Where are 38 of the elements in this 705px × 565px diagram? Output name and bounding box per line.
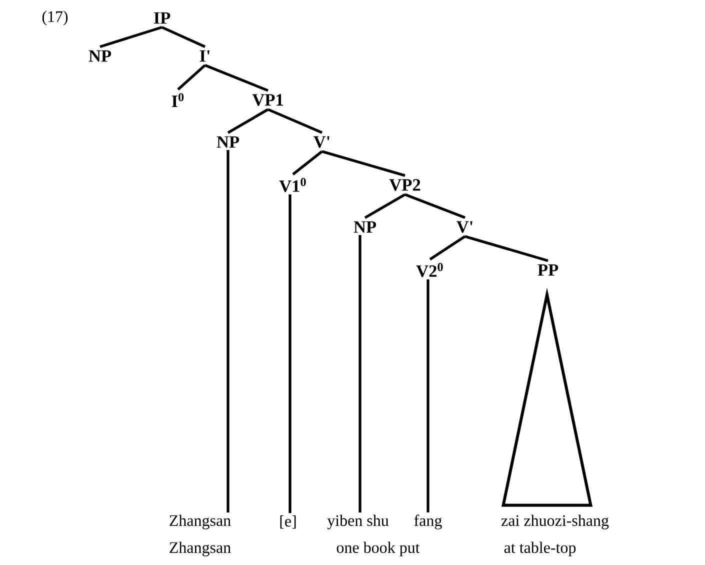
branch-line	[227, 108, 269, 134]
example-number: (17)	[42, 10, 68, 26]
category-label: NP	[88, 50, 112, 62]
branch-line	[358, 234, 362, 512]
branch-line	[429, 235, 466, 260]
category-label: PP	[538, 264, 558, 276]
category-label: IP	[154, 12, 170, 24]
gloss-text: Zhangsan	[170, 542, 231, 556]
word-label: Zhangsan	[170, 514, 231, 530]
word-label: yiben shu	[327, 514, 389, 530]
branch-line	[161, 26, 206, 48]
category-label: V'	[314, 136, 330, 148]
gloss-text: at table-top	[504, 542, 576, 556]
category-label: VP2	[389, 179, 420, 191]
category-label: I$^{0}$	[172, 93, 184, 107]
category-label: V'	[456, 221, 472, 233]
word-label: fang	[414, 514, 442, 530]
branch-line	[292, 150, 323, 176]
branch-line	[177, 64, 206, 90]
gloss-text: one book put	[336, 542, 420, 556]
category-label: VP1	[252, 94, 283, 106]
branch-line	[322, 150, 406, 177]
word-label: zai zhuozi-shang	[501, 514, 609, 530]
word-label: [e]	[280, 515, 296, 529]
category-label: V1$^{0}$	[279, 178, 306, 192]
branch-line	[204, 64, 268, 92]
branch-line	[288, 194, 292, 514]
branch-line	[364, 193, 406, 219]
branch-line	[267, 108, 323, 134]
branch-line	[226, 150, 230, 512]
branch-line	[426, 279, 430, 512]
branch-line	[464, 235, 548, 262]
category-label: NP	[216, 136, 240, 148]
category-label: I'	[200, 50, 210, 62]
branch-line	[100, 26, 162, 48]
branch-line	[404, 193, 466, 219]
category-label: V2$^{0}$	[416, 262, 443, 278]
category-label: NP	[354, 221, 376, 233]
